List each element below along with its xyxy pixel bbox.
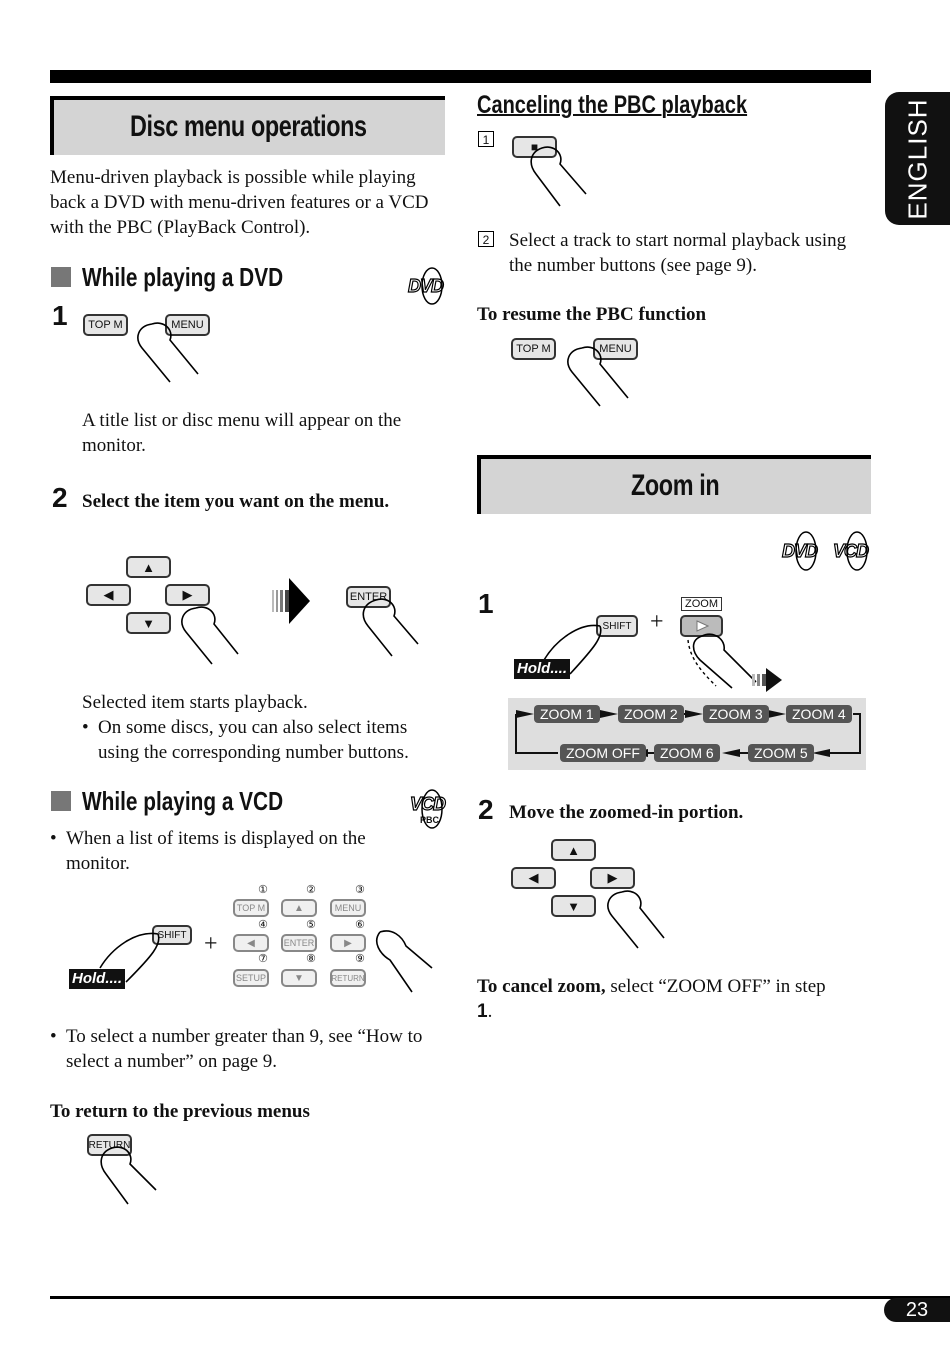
finger-icon — [543, 624, 602, 675]
finger-icon — [100, 1146, 157, 1205]
finger-icon — [181, 606, 239, 665]
left-button[interactable]: ◀ — [86, 584, 131, 606]
section-marker — [51, 791, 71, 811]
hold-label: Hold.... — [514, 659, 570, 679]
section-marker — [51, 267, 71, 287]
left-button[interactable]: ◀ — [511, 867, 556, 889]
dvd-disc-icon: DVD — [781, 540, 818, 561]
zoom-off-label: ZOOM OFF — [560, 744, 646, 762]
language-tab: ENGLISH — [885, 92, 950, 225]
vcd-bullet-2: • To select a number greater than 9, see… — [50, 1026, 423, 1072]
step-box-number: 1 — [478, 131, 494, 147]
arrow-right-icon — [272, 578, 310, 624]
step-number: 2 — [52, 482, 68, 513]
finger-icon — [375, 930, 433, 993]
finger-icon — [99, 932, 160, 983]
top-menu-button[interactable]: TOP M — [511, 338, 556, 360]
disc-icon-shape — [421, 789, 443, 829]
finger-icon — [137, 322, 199, 383]
grid-key-right[interactable]: ▶ — [330, 934, 366, 952]
step-number: 1 — [478, 588, 494, 619]
vcd-bullet-1: • When a list of items is displayed on t… — [50, 828, 366, 874]
number-label: ⑦ — [258, 952, 268, 965]
menu-button[interactable]: MENU — [593, 338, 638, 360]
up-button[interactable]: ▲ — [551, 839, 596, 861]
number-label: ⑤ — [306, 918, 316, 931]
zoom-step2-text: Move the zoomed-in portion. — [509, 802, 744, 823]
number-label: ① — [258, 883, 268, 896]
intro-text: Menu-driven playback is possible while p… — [50, 167, 429, 238]
grid-key-menu[interactable]: MENU — [330, 899, 366, 917]
grid-key-down[interactable]: ▼ — [281, 969, 317, 987]
number-label: ② — [306, 883, 316, 896]
page-title: Disc menu operations — [130, 110, 367, 143]
zoom-1-label: ZOOM 1 — [534, 705, 600, 723]
top-rule — [50, 70, 871, 83]
up-button[interactable]: ▲ — [126, 556, 171, 578]
step-number: 1 — [52, 300, 68, 331]
grid-key-return[interactable]: RETURN — [330, 969, 366, 987]
dvd-step2-text: Select the item you want on the menu. — [82, 491, 390, 512]
number-label: ⑨ — [355, 952, 365, 965]
grid-key-up[interactable]: ▲ — [281, 899, 317, 917]
finger-icon — [362, 598, 419, 657]
hold-label: Hold.... — [69, 969, 125, 989]
cancel-zoom-text: To cancel zoom, select “ZOOM OFF” in ste… — [477, 976, 826, 1022]
down-button[interactable]: ▼ — [126, 612, 171, 634]
page-number: 23 — [884, 1298, 950, 1322]
number-label: ④ — [258, 918, 268, 931]
zoom-title-box: Zoom in — [477, 455, 871, 514]
zoom-cycle-diagram: ZOOM 1 ZOOM 2 ZOOM 3 ZOOM 4 ZOOM OFF ZOO… — [508, 698, 866, 770]
resume-heading: To resume the PBC function — [477, 304, 707, 325]
plus-sign: + — [650, 609, 664, 635]
plus-sign: + — [204, 931, 218, 957]
dvd-result-text: Selected item starts playback. — [82, 692, 308, 713]
dvd-section-heading: While playing a DVD — [82, 262, 284, 292]
dvd-bullet: • On some discs, you can also select ite… — [82, 717, 409, 763]
step-number: 2 — [478, 794, 494, 825]
pbc-label: PBC — [420, 815, 440, 825]
pbc-step2-text: Select a track to start normal playback … — [509, 230, 847, 276]
pbc-heading: Canceling the PBC playback — [477, 91, 748, 119]
zoom-3-label: ZOOM 3 — [703, 705, 769, 723]
play-icon — [696, 620, 709, 632]
zoom-label: ZOOM — [681, 597, 722, 611]
disc-icon-shape — [846, 531, 868, 571]
zoom-title: Zoom in — [631, 469, 720, 502]
zoom-2-label: ZOOM 2 — [618, 705, 684, 723]
return-heading: To return to the previous menus — [50, 1101, 310, 1122]
disc-icon-shape — [795, 531, 817, 571]
finger-icon — [567, 346, 629, 407]
finger-icon — [607, 890, 665, 949]
number-label: ⑥ — [355, 918, 365, 931]
zoom-4-label: ZOOM 4 — [786, 705, 852, 723]
finger-icon — [530, 146, 587, 207]
vcd-disc-icon: VCD — [409, 793, 446, 814]
dvd-disc-icon: DVD — [407, 275, 444, 296]
vcd-section-heading: While playing a VCD — [82, 786, 284, 816]
number-label: ⑧ — [306, 952, 316, 965]
disc-menu-title-box: Disc menu operations — [50, 96, 445, 155]
step-box-number: 2 — [478, 231, 494, 247]
dvd-step1-text: A title list or disc menu will appear on… — [82, 410, 402, 456]
stop-button[interactable]: ■ — [512, 136, 557, 158]
right-button[interactable]: ▶ — [165, 584, 210, 606]
down-button[interactable]: ▼ — [551, 895, 596, 917]
finger-icon — [687, 633, 782, 692]
top-menu-button[interactable]: TOP M — [83, 314, 128, 336]
return-button[interactable]: RETURN — [87, 1134, 132, 1156]
grid-key-topm[interactable]: TOP M — [233, 899, 269, 917]
zoom-5-label: ZOOM 5 — [748, 744, 814, 762]
cycle-arrows — [515, 710, 861, 757]
shift-button[interactable]: SHIFT — [152, 925, 192, 945]
right-button[interactable]: ▶ — [590, 867, 635, 889]
grid-key-enter[interactable]: ENTER — [281, 934, 317, 952]
grid-key-left[interactable]: ◀ — [233, 934, 269, 952]
number-label: ③ — [355, 883, 365, 896]
vcd-disc-icon: VCD — [832, 540, 869, 561]
disc-icon-shape — [421, 267, 443, 305]
bottom-rule — [50, 1296, 950, 1299]
zoom-6-label: ZOOM 6 — [654, 744, 720, 762]
grid-key-setup[interactable]: SETUP — [233, 969, 269, 987]
